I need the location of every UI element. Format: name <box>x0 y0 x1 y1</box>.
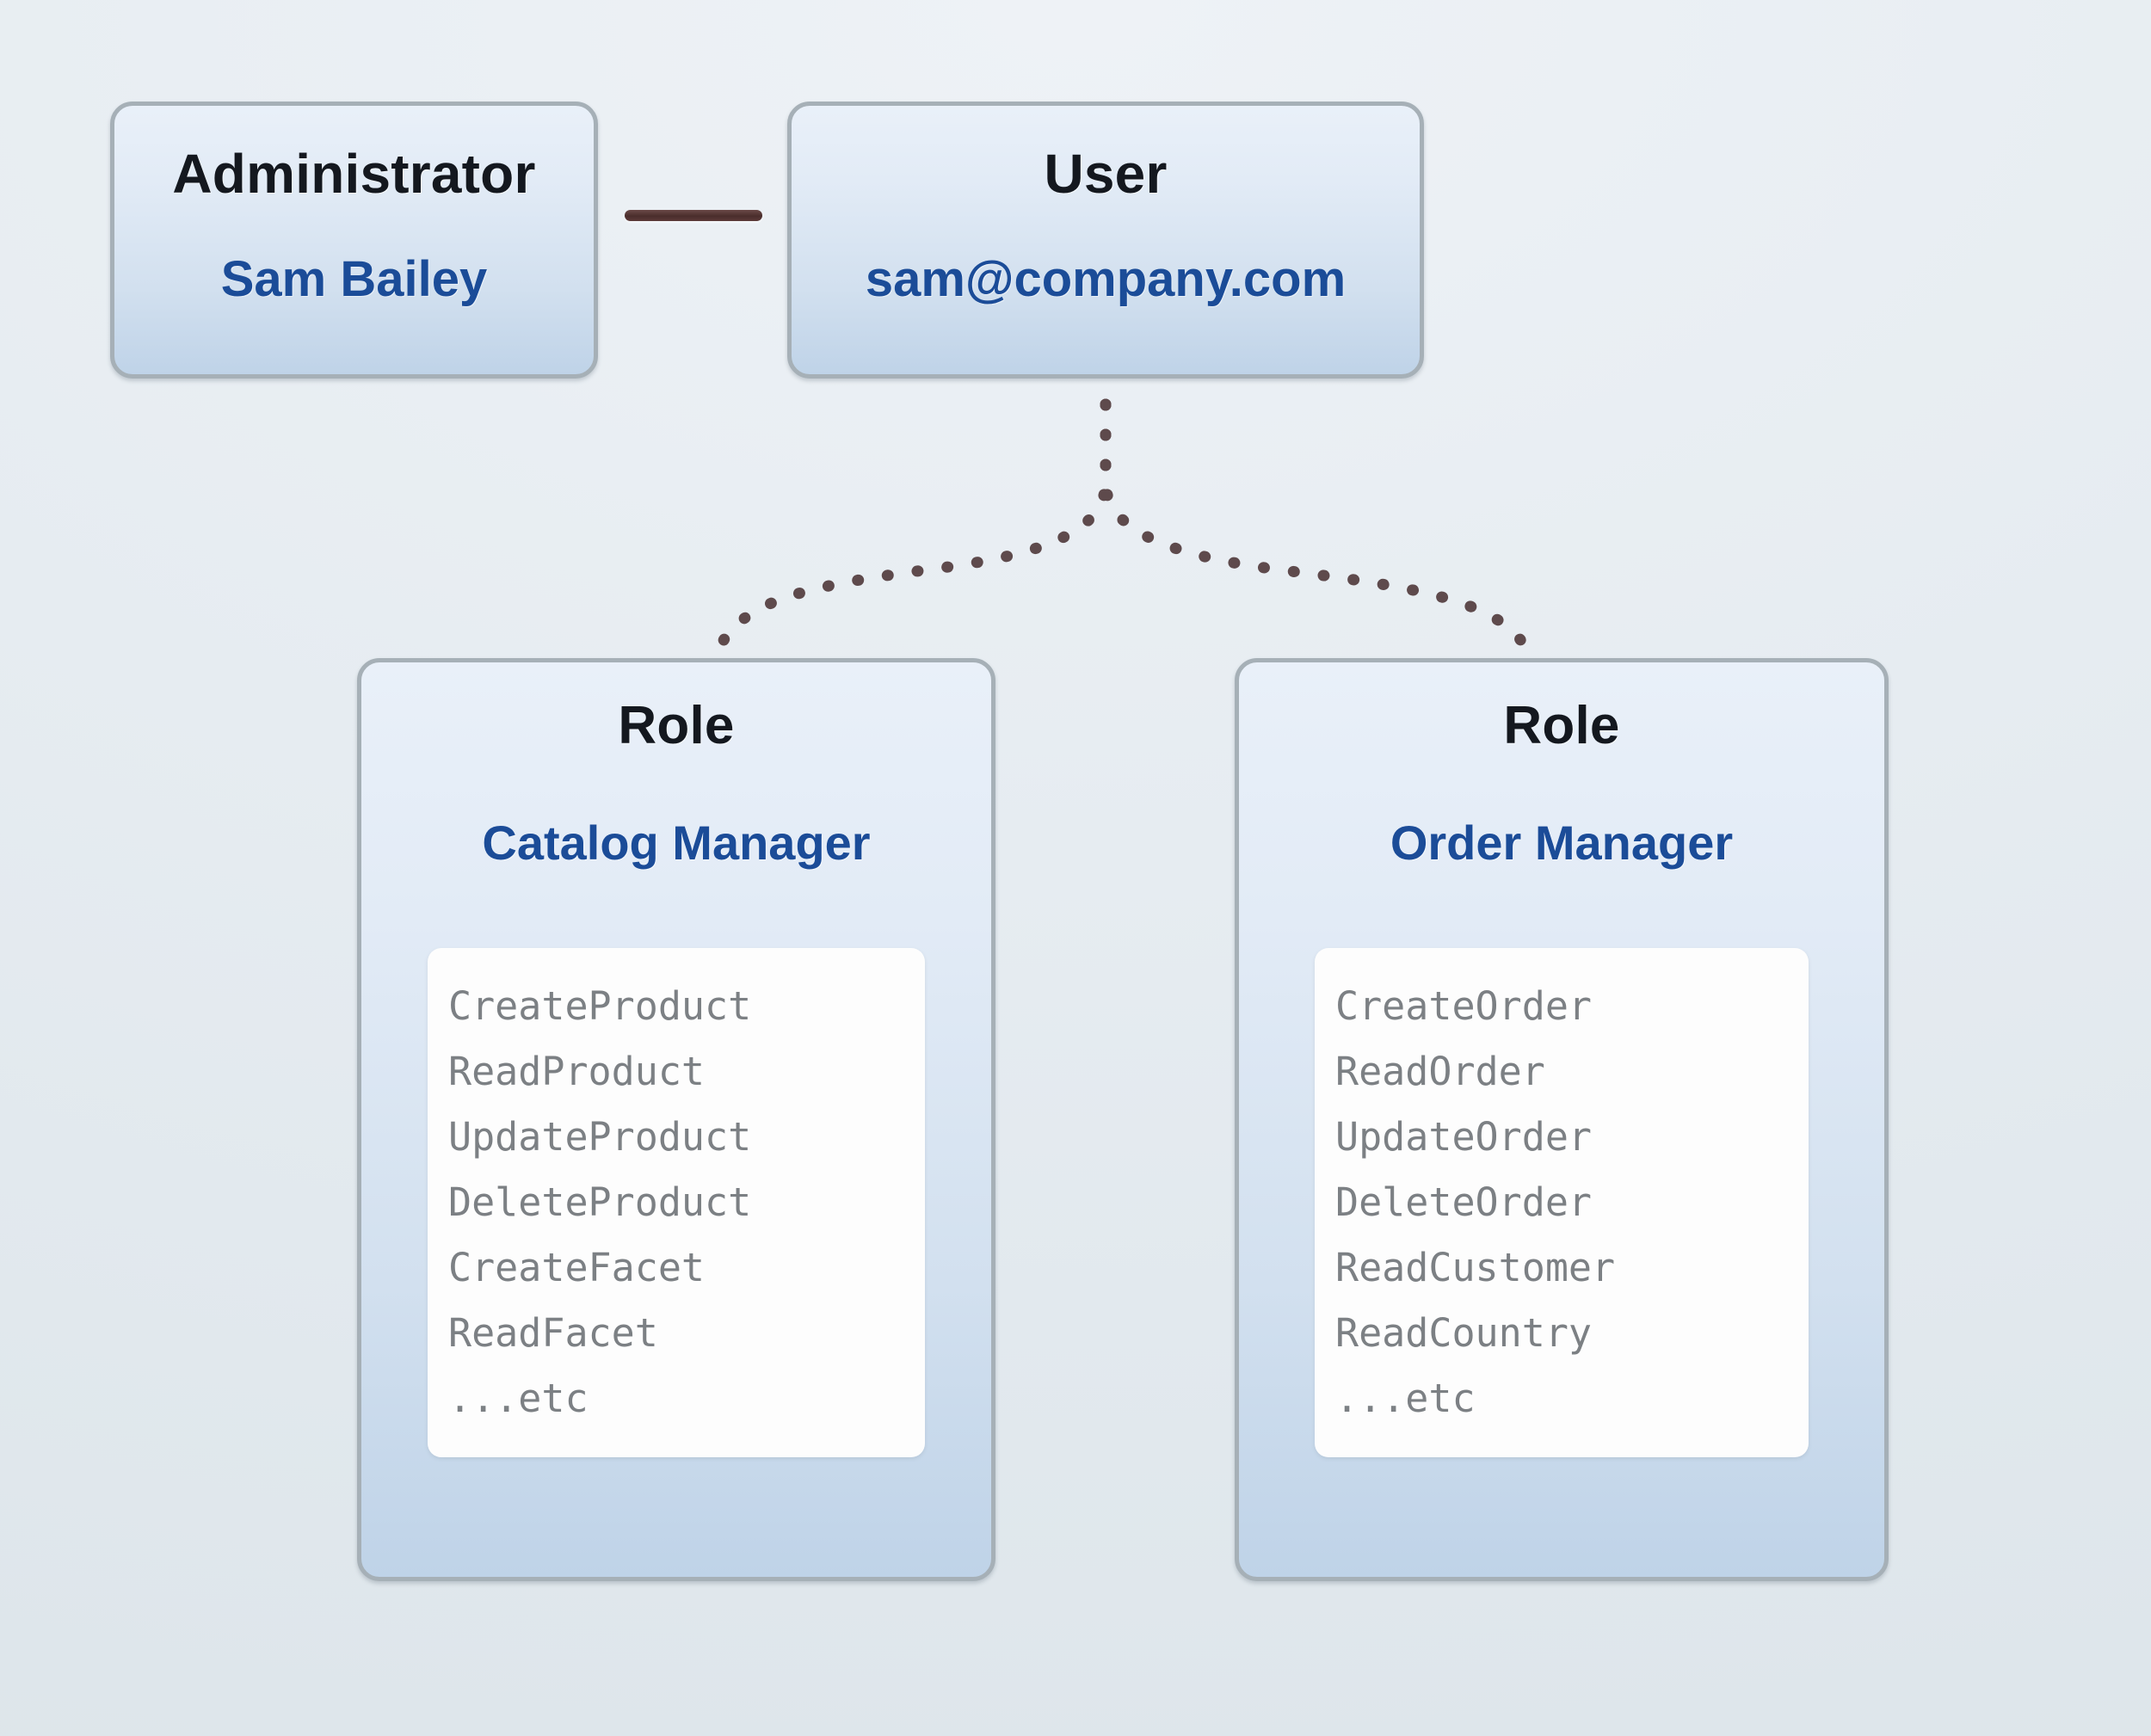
permission-item: UpdateOrder <box>1335 1114 1593 1160</box>
permission-item: CreateProduct <box>448 983 752 1029</box>
user-node[interactable]: User sam@company.com <box>787 102 1424 379</box>
permission-item: ReadCustomer <box>1335 1245 1616 1291</box>
order-role-type-label: Role <box>1503 696 1620 755</box>
permission-item: ReadOrder <box>1335 1049 1545 1095</box>
permission-item: UpdateProduct <box>448 1114 752 1160</box>
catalog-role-name-value: Catalog Manager <box>482 816 871 870</box>
user-to-catalog-role-dotted-link <box>710 398 1112 662</box>
permission-item: ...etc <box>448 1376 589 1422</box>
permission-item: ReadProduct <box>448 1049 706 1095</box>
user-to-order-role-dotted-link <box>1100 398 1536 662</box>
permission-item: DeleteOrder <box>1335 1179 1593 1226</box>
permission-item: ...etc <box>1335 1376 1476 1422</box>
user-email-value: sam@company.com <box>865 251 1347 307</box>
administrator-type-label: Administrator <box>172 143 536 205</box>
permission-item: CreateOrder <box>1335 983 1593 1029</box>
permission-item: ReadCountry <box>1335 1310 1593 1357</box>
administrator-name-value: Sam Bailey <box>220 251 488 307</box>
user-type-label: User <box>1044 143 1168 205</box>
administrator-node[interactable]: Administrator Sam Bailey <box>110 102 598 379</box>
catalog-role-type-label: Role <box>618 696 735 755</box>
permission-item: DeleteProduct <box>448 1179 752 1226</box>
permission-item: ReadFacet <box>448 1310 658 1357</box>
permission-item: CreateFacet <box>448 1245 706 1291</box>
administrator-user-link <box>625 210 762 221</box>
order-role-name-value: Order Manager <box>1390 816 1734 870</box>
